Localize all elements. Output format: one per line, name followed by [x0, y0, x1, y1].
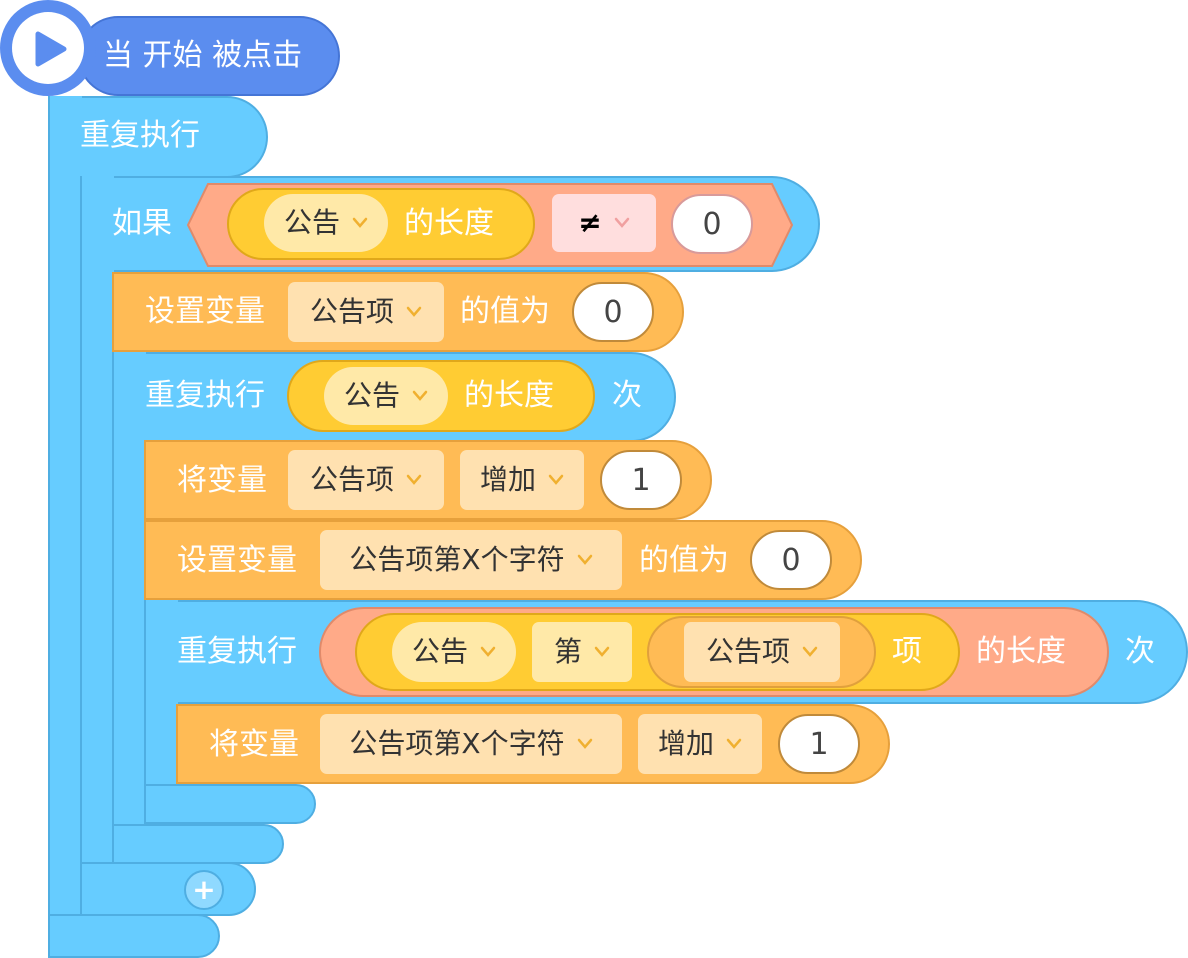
chevron-down-icon: [577, 738, 592, 749]
repeat-length-label: 的长度: [464, 378, 554, 413]
if-list-dropdown[interactable]: 公告: [264, 194, 388, 252]
repeat-block-2-bottom: [144, 784, 316, 824]
chevron-down-icon: [577, 554, 592, 565]
repeat-block-bottom: [112, 824, 284, 864]
forever-block-top[interactable]: [48, 96, 268, 178]
set-label-2: 设置变量: [177, 543, 297, 578]
change-label: 将变量: [177, 463, 267, 498]
chevron-down-icon: [406, 474, 422, 485]
change-label-2: 将变量: [209, 727, 299, 762]
if-list-name: 公告: [283, 206, 340, 239]
if-block-bottom: [80, 862, 256, 916]
change-var-dropdown[interactable]: 公告项: [288, 450, 444, 510]
item-list-dropdown[interactable]: 公告: [392, 622, 516, 682]
chevron-down-icon: [352, 217, 368, 228]
set-to-label-2: 的值为: [639, 543, 729, 578]
chevron-down-icon: [548, 474, 564, 485]
chevron-down-icon: [594, 646, 610, 657]
chevron-down-icon: [802, 646, 818, 657]
repeat-label: 重复执行: [145, 378, 265, 413]
hat-block[interactable]: [78, 16, 340, 96]
change-value-field-2[interactable]: 1: [778, 714, 860, 774]
chevron-down-icon: [406, 306, 422, 317]
repeat-arm: [112, 352, 146, 864]
if-label: 如果: [112, 206, 172, 241]
if-compare-value[interactable]: 0: [671, 194, 753, 254]
forever-block-bottom: [48, 914, 220, 958]
set-to-label: 的值为: [460, 294, 550, 329]
set-var-dropdown-2[interactable]: 公告项第X个字符: [320, 530, 622, 590]
repeat-2-length-label: 的长度: [976, 634, 1066, 669]
set-var-dropdown[interactable]: 公告项: [288, 282, 444, 342]
change-var-dropdown-2[interactable]: 公告项第X个字符: [320, 714, 622, 774]
operator-dropdown[interactable]: ≠: [552, 194, 656, 252]
item-suffix-label: 项: [892, 634, 922, 669]
repeat-2-times-label: 次: [1125, 634, 1155, 669]
set-label: 设置变量: [145, 294, 265, 329]
if-arm: [80, 176, 114, 916]
hat-label: 当 开始 被点击: [103, 38, 303, 73]
if-length-label: 的长度: [404, 206, 494, 241]
set-value-field[interactable]: 0: [572, 282, 654, 342]
change-op-dropdown[interactable]: 增加: [460, 450, 584, 510]
repeat-2-label: 重复执行: [177, 634, 297, 669]
play-icon: [35, 31, 67, 67]
repeat-list-dropdown[interactable]: 公告: [324, 367, 448, 425]
repeat-times-label: 次: [612, 378, 642, 413]
item-position-dropdown[interactable]: 第: [532, 622, 632, 682]
chevron-down-icon: [480, 646, 496, 657]
forever-label: 重复执行: [80, 118, 200, 153]
operator-symbol: ≠: [578, 206, 602, 239]
index-var-dropdown[interactable]: 公告项: [684, 622, 840, 682]
set-value-field-2[interactable]: 0: [750, 530, 832, 590]
chevron-down-icon: [412, 390, 428, 401]
add-else-button[interactable]: +: [184, 870, 224, 910]
chevron-down-icon: [614, 217, 629, 228]
chevron-down-icon: [726, 738, 742, 749]
plus-icon: +: [192, 873, 216, 906]
forever-arm: [48, 96, 82, 956]
change-op-dropdown-2[interactable]: 增加: [638, 714, 762, 774]
change-value-field[interactable]: 1: [600, 450, 682, 510]
